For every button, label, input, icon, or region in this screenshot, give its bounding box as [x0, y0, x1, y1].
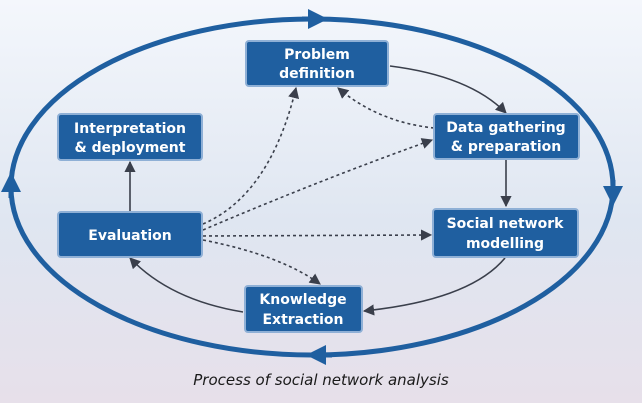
node-problem-definition: Problem definition [245, 40, 389, 87]
dotted-evaluation-to-problem [202, 86, 300, 225]
node-social-network-modelling-line-1: Social network [447, 216, 565, 232]
arrow-problem-to-data [389, 65, 507, 114]
diagram-caption: Process of social network analysis [193, 371, 449, 389]
node-problem-definition-line-2: definition [279, 66, 355, 82]
node-data-gathering: Data gathering & preparation [433, 113, 580, 160]
node-data-gathering-line-1: Data gathering [446, 120, 565, 136]
dotted-data-to-problem [337, 87, 435, 129]
dotted-evaluation-to-knowledge [202, 239, 321, 285]
node-social-network-modelling: Social network modelling [432, 208, 579, 258]
arrow-modelling-to-knowledge [362, 257, 506, 316]
node-evaluation-label: Evaluation [88, 228, 171, 244]
node-problem-definition-line-1: Problem [284, 47, 350, 63]
dotted-evaluation-to-modelling [202, 229, 433, 241]
node-knowledge-extraction-line-1: Knowledge [259, 292, 346, 308]
node-knowledge-extraction: Knowledge Extraction [244, 285, 363, 333]
node-social-network-modelling-line-2: modelling [466, 236, 544, 252]
node-evaluation: Evaluation [57, 211, 203, 258]
node-data-gathering-line-2: & preparation [451, 139, 561, 155]
node-interpretation-line-2: & deployment [75, 140, 186, 156]
node-interpretation-line-1: Interpretation [74, 121, 186, 137]
arrow-knowledge-to-evaluation [129, 257, 244, 313]
node-interpretation-deployment: Interpretation & deployment [57, 113, 203, 161]
dotted-evaluation-to-data [202, 138, 434, 231]
node-knowledge-extraction-line-2: Extraction [262, 312, 343, 328]
